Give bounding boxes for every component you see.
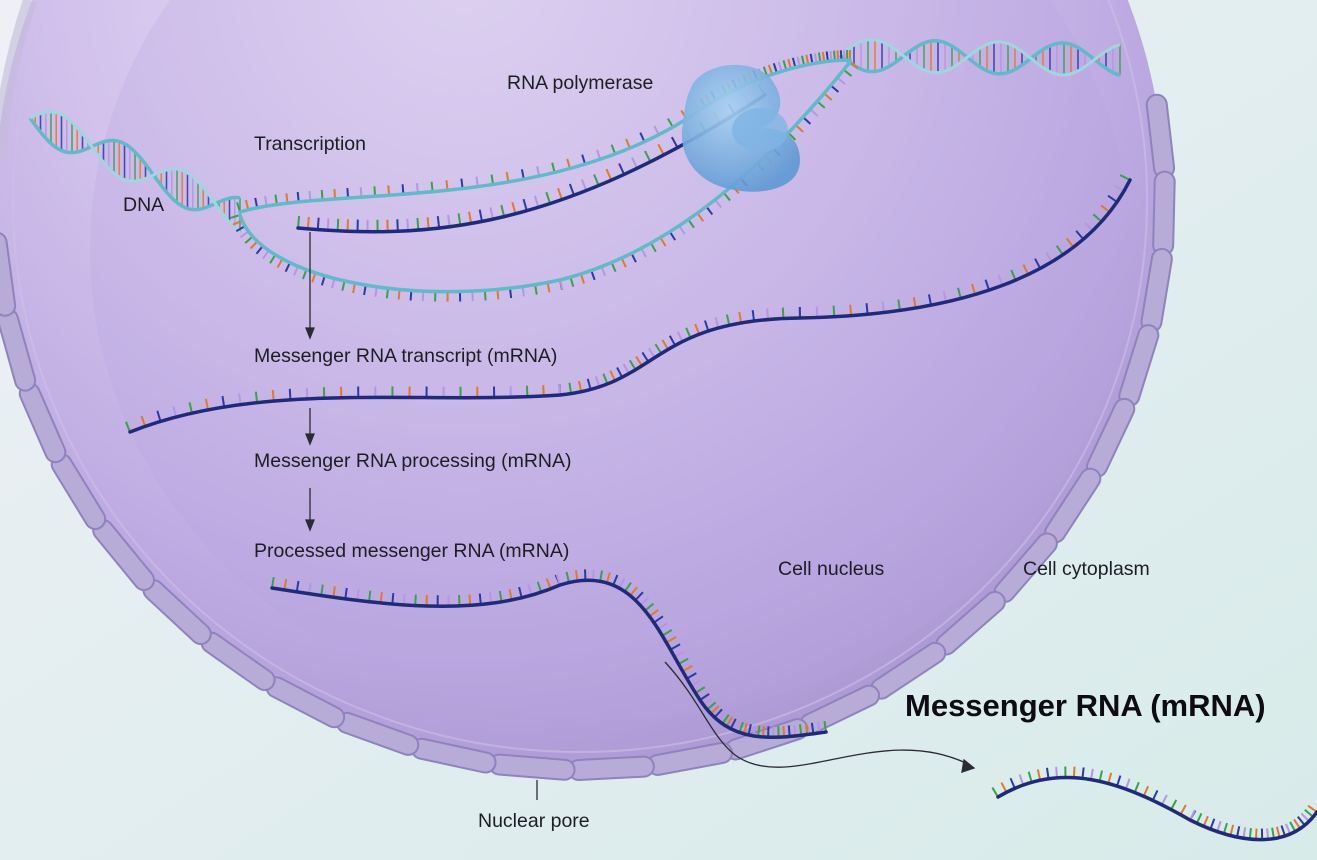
label-mrna-transcript: Messenger RNA transcript (mRNA) <box>254 345 557 367</box>
label-rna-polymerase: RNA polymerase <box>507 72 653 94</box>
label-mrna-processing: Messenger RNA processing (mRNA) <box>254 450 572 472</box>
process-arrows <box>305 232 976 800</box>
cytoplasm-mrna-strand <box>991 766 1317 842</box>
mrna-transcript-strand <box>124 174 1132 434</box>
label-cell-cytoplasm: Cell cytoplasm <box>1023 558 1150 580</box>
label-dna: DNA <box>123 194 164 216</box>
processed-mrna-strand <box>270 569 828 739</box>
diagram-title: Messenger RNA (mRNA) <box>905 688 1266 723</box>
label-nuclear-pore: Nuclear pore <box>478 810 590 832</box>
label-transcription: Transcription <box>254 133 366 155</box>
label-processed-mrna: Processed messenger RNA (mRNA) <box>254 540 569 562</box>
cell-nucleus <box>0 0 1165 770</box>
nuclear-envelope <box>0 0 1176 781</box>
rna-polymerase-shape <box>681 64 800 192</box>
label-cell-nucleus: Cell nucleus <box>778 558 884 580</box>
